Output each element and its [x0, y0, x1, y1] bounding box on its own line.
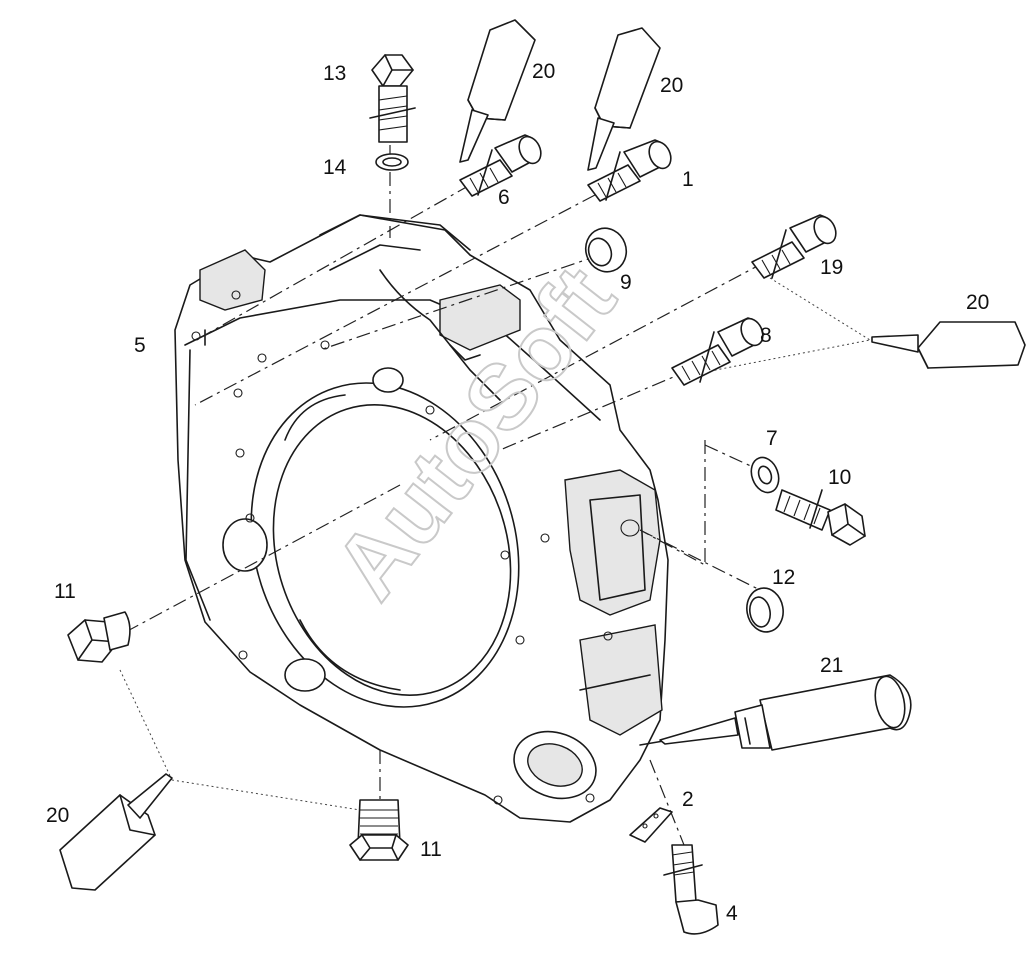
callout-5: 5: [134, 334, 146, 357]
callout-10: 10: [828, 466, 851, 489]
screw-4: [663, 844, 719, 935]
callout-1: 1: [682, 168, 694, 191]
callout-20-a: 20: [532, 60, 555, 83]
screw-19: [751, 214, 837, 279]
sealant-tube-20-d: [59, 773, 173, 891]
washer-14: [375, 153, 409, 171]
screw-8: [671, 317, 764, 386]
plug-11-bottom: [349, 799, 409, 861]
cartridge-21: [659, 674, 912, 751]
callout-20-b: 20: [660, 74, 683, 97]
screw-6: [459, 134, 542, 197]
assembly-lines: [119, 145, 871, 861]
callout-2: 2: [682, 788, 694, 811]
plate-2: [629, 807, 673, 843]
callout-6: 6: [498, 186, 510, 209]
sealant-tube-20-a: [459, 19, 536, 163]
callout-13: 13: [323, 62, 346, 85]
callout-19: 19: [820, 256, 843, 279]
callout-12: 12: [772, 566, 795, 589]
bolt-10: [775, 489, 866, 546]
sealant-tube-20-b: [587, 27, 661, 171]
callout-20-d: 20: [46, 804, 69, 827]
plug-11-left: [67, 611, 131, 663]
bolt-13: [369, 54, 416, 143]
callout-14: 14: [323, 156, 347, 179]
callout-4: 4: [726, 902, 738, 925]
callout-7: 7: [766, 427, 778, 450]
washer-7: [750, 456, 780, 494]
seal-12: [746, 587, 784, 633]
callout-20-c: 20: [966, 291, 989, 314]
sealant-tube-20-c: [871, 321, 1026, 369]
callout-labels: 13 14 20 20 6 1 9 19 20 5 8 7 10 12 11 2…: [46, 60, 989, 925]
flywheel-housing: [174, 214, 669, 823]
callout-9: 9: [620, 271, 632, 294]
screw-1: [587, 139, 672, 202]
callout-11-b: 11: [420, 838, 442, 861]
sleeve-9: [584, 227, 628, 273]
callout-8: 8: [760, 324, 772, 347]
callout-11-a: 11: [54, 580, 76, 603]
callout-21: 21: [820, 654, 843, 677]
